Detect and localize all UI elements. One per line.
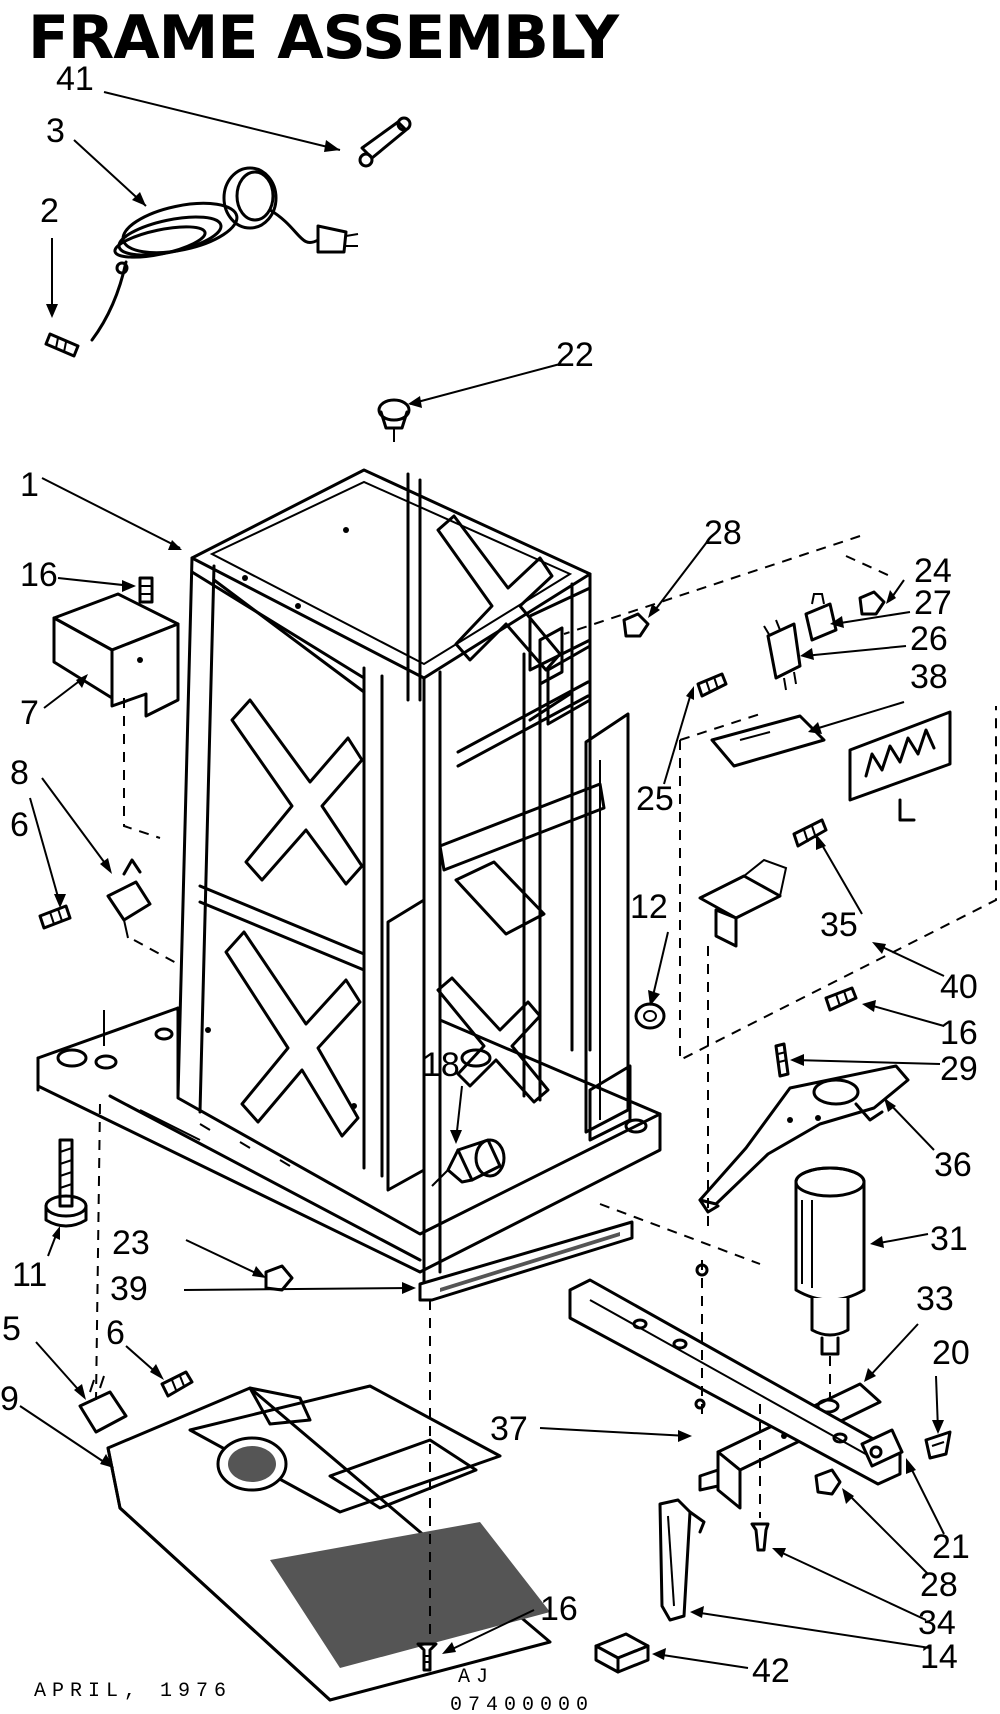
part-8-switch	[106, 858, 152, 939]
callout-25: 25	[636, 780, 674, 818]
callout-14: 14	[920, 1638, 958, 1676]
part-18-valve	[431, 1138, 506, 1187]
callout-12: 12	[630, 888, 668, 926]
part-25-screw	[696, 672, 728, 698]
callout-39: 39	[110, 1270, 148, 1308]
callout-8: 8	[10, 754, 29, 792]
callout-labels: 41 3 2 22 1 16 7 8 6 11 12 18 23 39 5 6 …	[0, 60, 978, 1690]
part-1-base-plate	[36, 1006, 662, 1274]
callout-16-upper: 16	[20, 556, 58, 594]
footer-code-line2: 07400000	[450, 1694, 594, 1714]
part-27-switch	[804, 593, 838, 642]
part-11-leveling-foot	[44, 1138, 88, 1228]
part-3-power-cord	[90, 166, 359, 342]
part-41-cord-clamp	[358, 116, 412, 168]
callout-28-upper: 28	[704, 514, 742, 552]
part-38-bracket	[710, 714, 826, 768]
part-29-pin	[774, 1042, 790, 1078]
callout-28-lower: 28	[920, 1566, 958, 1604]
callout-23: 23	[112, 1224, 150, 1262]
callout-1: 1	[20, 466, 39, 504]
callout-16-right: 16	[940, 1014, 978, 1052]
callout-27: 27	[914, 584, 952, 622]
part-16-screw-upper	[138, 576, 154, 604]
part-26-switch	[763, 619, 802, 691]
callout-7: 7	[20, 694, 39, 732]
part-16-screw-right	[824, 986, 858, 1012]
callout-42: 42	[752, 1652, 790, 1690]
callout-20: 20	[932, 1334, 970, 1372]
callout-3: 3	[46, 112, 65, 150]
footer-date: APRIL, 1976	[34, 1680, 232, 1703]
part-34-screw	[750, 1522, 770, 1552]
callout-35: 35	[820, 906, 858, 944]
part-23-nut	[264, 1264, 294, 1292]
part-28-nut-upper	[622, 612, 650, 638]
part-20-screw	[924, 1430, 952, 1460]
callout-16-bottom: 16	[540, 1590, 578, 1628]
part-40-switch-assembly	[679, 706, 997, 1062]
callout-21: 21	[932, 1528, 970, 1566]
callout-6-lower: 6	[106, 1314, 125, 1352]
part-1-main-frame	[176, 468, 630, 1284]
callout-34: 34	[918, 1604, 956, 1642]
part-6-screw-upper	[38, 904, 72, 930]
callout-29: 29	[940, 1050, 978, 1088]
footer-code-line1: AJ	[458, 1666, 494, 1689]
leader-lines	[19, 91, 945, 1669]
part-28-nut-lower	[814, 1468, 842, 1496]
callout-36: 36	[934, 1146, 972, 1184]
part-24-nut	[858, 590, 886, 616]
part-6-screw-lower	[160, 1370, 194, 1398]
part-37-rail	[568, 1278, 902, 1486]
part-36-lever	[698, 1064, 910, 1214]
callout-40: 40	[940, 968, 978, 1006]
part-31-dispenser-bottle	[794, 1166, 866, 1356]
assembly-dashed-lines	[95, 535, 891, 1640]
part-42-block	[594, 1632, 650, 1674]
part-7-cover	[52, 592, 180, 718]
part-16-screw-bottom	[416, 1642, 438, 1672]
part-22-knob	[377, 398, 411, 442]
diagram-title: FRAME ASSEMBLY	[28, 3, 621, 73]
callout-2: 2	[40, 192, 59, 230]
part-5-switch	[78, 1375, 128, 1434]
callout-31: 31	[930, 1220, 968, 1258]
callout-9: 9	[0, 1380, 19, 1418]
callout-26: 26	[910, 620, 948, 658]
callout-22: 22	[556, 336, 594, 374]
part-9-base-pan	[106, 1384, 552, 1702]
callout-33: 33	[916, 1280, 954, 1318]
part-21-clip	[860, 1428, 904, 1468]
callout-37: 37	[490, 1410, 528, 1448]
part-12-nut	[634, 1002, 666, 1030]
part-2-screw	[44, 332, 80, 358]
callout-18: 18	[422, 1046, 460, 1084]
callout-24: 24	[914, 552, 952, 590]
callout-11: 11	[12, 1256, 47, 1294]
callout-5: 5	[2, 1310, 21, 1348]
callout-38: 38	[910, 658, 948, 696]
callout-41: 41	[56, 60, 94, 98]
part-39-gasket	[418, 1220, 634, 1302]
part-14-actuator	[658, 1498, 706, 1622]
callout-6-upper: 6	[10, 806, 29, 844]
